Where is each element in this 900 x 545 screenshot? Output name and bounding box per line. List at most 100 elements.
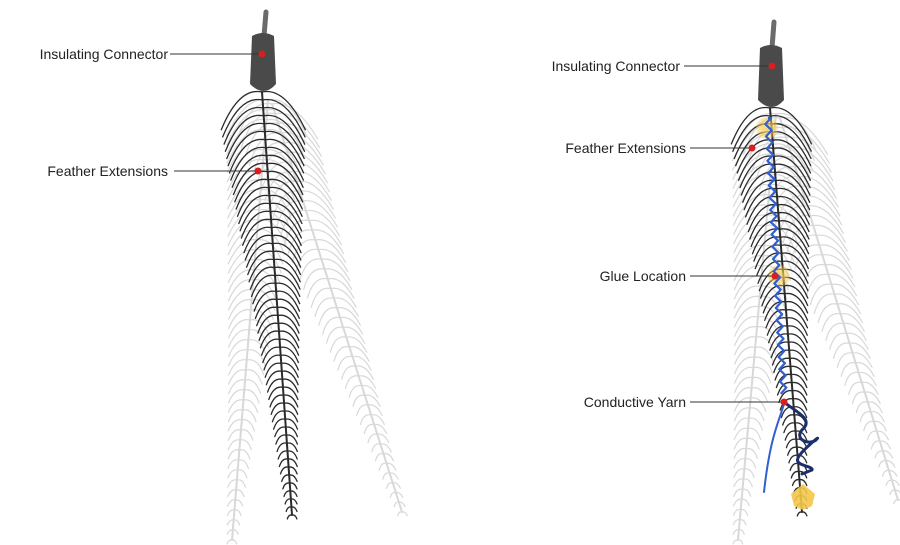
feather-barb: [287, 515, 292, 519]
feather-barb: [244, 390, 259, 403]
feather-barb: [287, 443, 297, 451]
feather-barb: [265, 363, 281, 377]
feather-barb: [387, 483, 393, 489]
feather-barb: [240, 203, 270, 231]
feather-barb: [738, 540, 743, 544]
feather-barb: [235, 510, 242, 516]
feather-barb: [841, 363, 856, 377]
right-insulating-connector: [758, 45, 784, 107]
marker-dot-glue: [772, 273, 779, 280]
feather-barb: [228, 440, 240, 450]
feather-barb: [792, 382, 807, 395]
label-feather-extensions-right: Feather Extensions: [565, 140, 686, 156]
feather-barb: [734, 276, 761, 299]
feather-barb: [741, 509, 748, 515]
feather-barb: [845, 372, 859, 385]
feather-barb: [227, 540, 232, 544]
feather-barb: [235, 500, 242, 506]
feather-barb: [338, 356, 353, 370]
feather-barb: [376, 454, 384, 461]
feather-barb: [283, 483, 290, 489]
feather-barb: [228, 240, 256, 264]
feather-barb: [238, 470, 247, 478]
feather-barb: [743, 479, 752, 487]
feather-barb: [372, 444, 381, 452]
feather-barb: [746, 449, 757, 459]
feather-barb: [879, 461, 886, 467]
feather-barb: [398, 512, 402, 516]
feather-barb: [791, 471, 799, 477]
feather-barb: [229, 360, 247, 375]
feather-barb: [743, 489, 751, 496]
feather-barb: [864, 421, 874, 430]
feather-barb: [802, 512, 807, 516]
feather-barb: [353, 395, 365, 406]
feather-barb: [735, 367, 754, 383]
feather-barb: [379, 463, 386, 470]
feather-barb: [747, 438, 759, 449]
feather-barb: [744, 469, 754, 477]
feather-barb: [368, 434, 377, 443]
feather-barb: [228, 450, 239, 459]
feather-barb: [334, 347, 349, 362]
feather-barb: [748, 428, 761, 439]
feather-barb: [734, 459, 745, 468]
feather-barb: [364, 424, 374, 433]
right-feather-assembly: [731, 22, 817, 516]
feather-barb: [868, 431, 877, 440]
feather-barb: [790, 463, 798, 470]
feather-barb: [745, 459, 755, 468]
feather-barb: [791, 374, 807, 387]
feather-barb: [278, 451, 287, 459]
feather-barb: [283, 387, 298, 399]
feather-barb: [228, 460, 239, 469]
marker-dot-feather-right: [749, 145, 756, 152]
feather-barb: [734, 438, 747, 449]
feather-barb: [236, 490, 244, 497]
glue-spot-tip: [791, 484, 815, 510]
feather-barb: [292, 515, 297, 519]
feather-barb: [342, 366, 356, 379]
marker-dot-feather: [255, 168, 262, 175]
label-conductive-yarn: Conductive Yarn: [584, 394, 686, 410]
feather-barb: [754, 357, 772, 373]
feather-barb: [733, 540, 738, 544]
label-insulating-connector-right: Insulating Connector: [552, 58, 681, 74]
feather-barb: [383, 473, 390, 479]
left-connector-wire: [264, 12, 266, 36]
feather-barb: [734, 449, 746, 459]
feather-barb: [361, 415, 372, 425]
feather-barb: [282, 379, 298, 392]
label-feather-extensions: Feather Extensions: [47, 163, 168, 179]
feather-barb: [229, 350, 248, 366]
feather-barb: [875, 451, 883, 458]
feather-barb: [402, 512, 407, 516]
feather-barb: [757, 327, 778, 346]
feather-barb: [284, 395, 298, 407]
feather-barb: [786, 439, 796, 448]
feather-barb: [837, 353, 852, 368]
feather-barb: [894, 500, 898, 504]
feather-barb: [357, 405, 368, 416]
feather-barb: [735, 286, 761, 308]
feather-barb: [237, 480, 246, 487]
feather-barb: [228, 430, 241, 441]
feather-barb: [281, 467, 289, 474]
feather-barb: [751, 398, 766, 411]
label-glue-location: Glue Location: [600, 268, 686, 284]
feather-barb: [232, 540, 237, 544]
feather-barb: [282, 475, 290, 481]
feather-barb: [871, 441, 879, 449]
feather-barb: [788, 447, 797, 455]
feather-barb: [277, 443, 287, 451]
feather-barb: [734, 428, 748, 439]
feather-barb: [239, 460, 249, 469]
feather-barb: [288, 451, 298, 459]
feather-barb: [239, 450, 250, 459]
marker-dot-connector-right: [769, 63, 776, 70]
feather-barb: [856, 402, 867, 413]
feather-barb: [240, 440, 251, 450]
feather-barb: [803, 264, 826, 286]
feather-barb: [883, 470, 889, 476]
